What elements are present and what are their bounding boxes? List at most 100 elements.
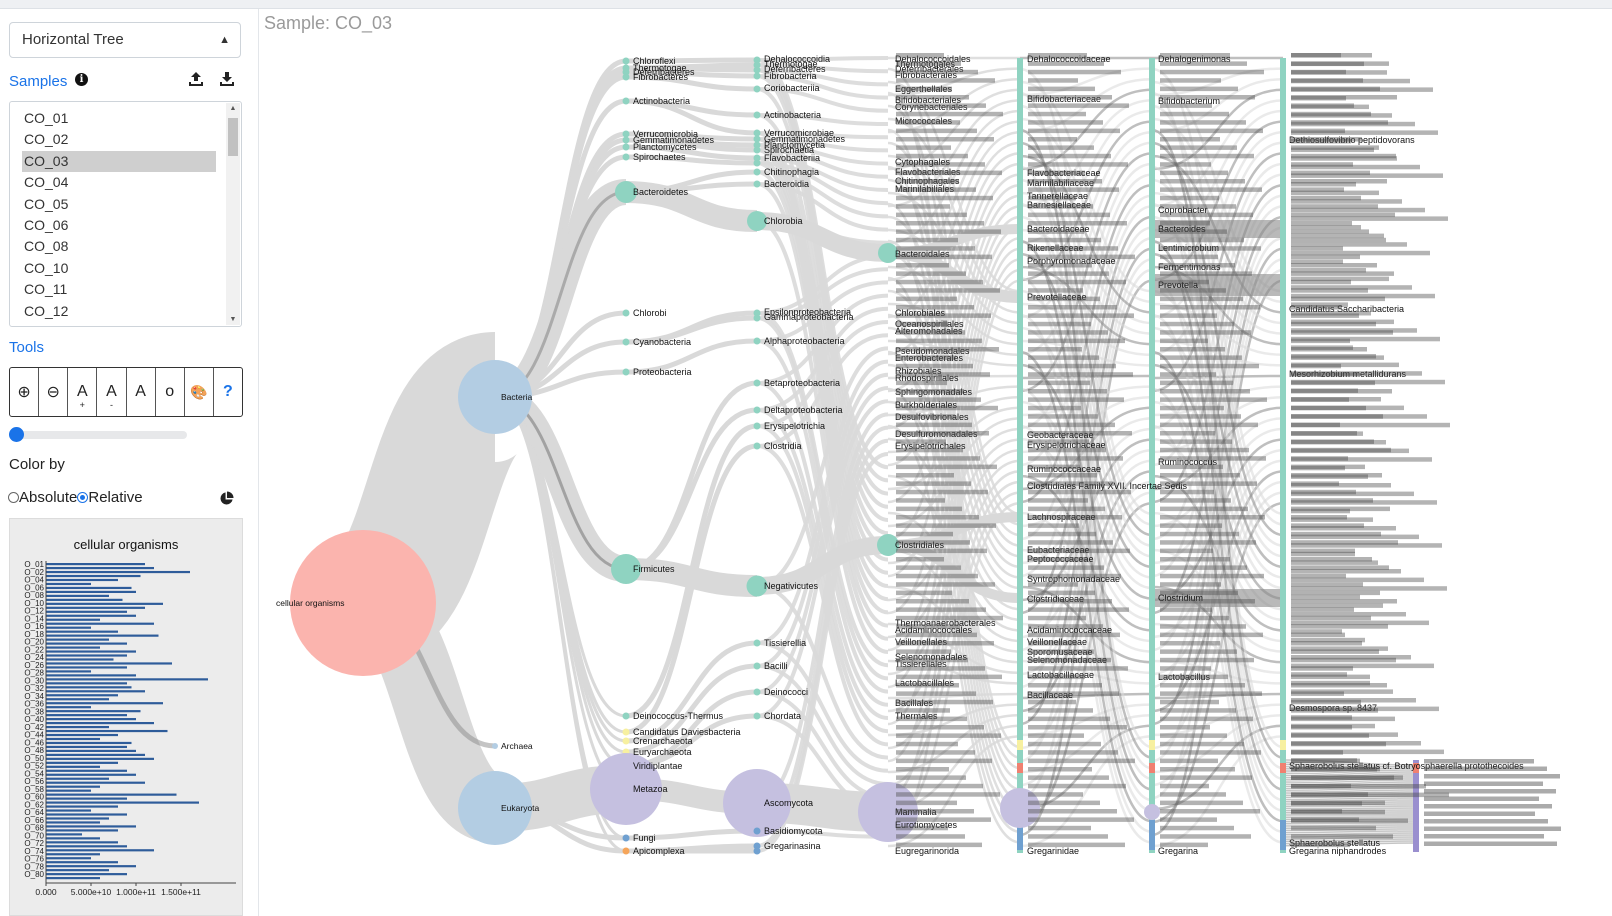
class-node[interactable] xyxy=(753,61,761,69)
class-node[interactable] xyxy=(753,66,761,74)
sample-item[interactable]: CO_03 xyxy=(22,150,216,172)
eukaryota-node[interactable] xyxy=(458,771,532,845)
class-node[interactable] xyxy=(753,406,761,414)
phylum-node[interactable] xyxy=(622,97,630,105)
class-node[interactable] xyxy=(753,662,761,670)
phylum-node[interactable] xyxy=(622,847,630,855)
y-tick-label: O_26 xyxy=(24,661,44,670)
class-node[interactable] xyxy=(753,146,761,154)
family-node[interactable] xyxy=(1000,788,1040,828)
class-node[interactable] xyxy=(753,180,761,188)
download-icon[interactable] xyxy=(218,71,236,89)
phylum-node[interactable] xyxy=(622,338,630,346)
class-node[interactable] xyxy=(747,211,767,231)
phylum-node[interactable] xyxy=(622,368,630,376)
class-node[interactable] xyxy=(753,712,761,720)
class-node[interactable] xyxy=(753,337,761,345)
class-node[interactable] xyxy=(753,847,761,855)
root-node[interactable] xyxy=(290,530,436,676)
sample-item[interactable]: CO_12 xyxy=(24,302,69,319)
sample-item[interactable]: CO_06 xyxy=(24,217,69,233)
bar xyxy=(46,622,154,625)
class-node[interactable] xyxy=(753,827,761,835)
relative-radio[interactable] xyxy=(77,492,89,503)
taxonomy-tree[interactable]: cellular organismsBacteriaArchaeaEukaryo… xyxy=(259,40,1607,912)
phylum-node[interactable] xyxy=(622,712,630,720)
class-node[interactable] xyxy=(753,85,761,93)
sample-item[interactable]: CO_02 xyxy=(24,131,69,148)
class-node[interactable] xyxy=(753,168,761,176)
phylum-label: Chlorobi xyxy=(633,308,667,318)
phylum-node[interactable] xyxy=(615,181,637,203)
phylum-node[interactable] xyxy=(622,57,630,65)
class-node[interactable] xyxy=(753,422,761,430)
class-node[interactable] xyxy=(753,141,761,149)
phylum-node[interactable] xyxy=(622,728,630,736)
class-node[interactable] xyxy=(753,379,761,387)
tree-labels: cellular organismsBacteriaArchaeaEukaryo… xyxy=(276,54,1524,856)
view-type-select[interactable]: Horizontal Tree ▲ xyxy=(9,22,241,58)
absolute-radio[interactable] xyxy=(8,492,19,503)
phylum-node[interactable] xyxy=(622,68,630,76)
class-label: Erysipelotrichia xyxy=(764,421,825,431)
order-node[interactable] xyxy=(858,782,918,842)
class-node[interactable] xyxy=(753,154,761,162)
phylum-node[interactable] xyxy=(622,73,630,81)
font-increase-button[interactable]: A+ xyxy=(68,368,98,416)
phylum-node[interactable] xyxy=(622,309,630,317)
class-node[interactable] xyxy=(753,129,761,137)
palette-button[interactable]: 🎨 xyxy=(185,368,214,416)
scroll-down-icon[interactable]: ▼ xyxy=(229,316,237,323)
class-node[interactable] xyxy=(753,442,761,450)
sample-item[interactable]: CO_11 xyxy=(24,281,68,298)
phylum-node[interactable] xyxy=(622,834,630,842)
class-node[interactable] xyxy=(746,575,768,597)
class-node[interactable] xyxy=(723,769,791,837)
help-button[interactable]: ? xyxy=(214,368,242,416)
slider-knob[interactable] xyxy=(9,427,24,442)
phylum-node[interactable] xyxy=(622,130,630,138)
class-node[interactable] xyxy=(753,314,761,322)
order-label: Eurotiomycetes xyxy=(895,820,958,830)
samples-scroll-thumb[interactable] xyxy=(228,118,238,156)
genus-node[interactable] xyxy=(1144,804,1160,820)
class-node[interactable] xyxy=(753,159,761,167)
class-node[interactable] xyxy=(753,72,761,80)
phylum-node[interactable] xyxy=(611,554,641,584)
scroll-up-icon[interactable]: ▲ xyxy=(229,105,237,112)
phylum-node[interactable] xyxy=(622,143,630,151)
phylum-node[interactable] xyxy=(622,153,630,161)
font-decrease-button[interactable]: A- xyxy=(97,368,127,416)
tree-link xyxy=(1019,713,1153,774)
sample-item[interactable]: CO_01 xyxy=(24,110,69,126)
font-reset-button[interactable]: A xyxy=(127,368,156,416)
class-node[interactable] xyxy=(753,688,761,696)
class-node[interactable] xyxy=(753,111,761,119)
info-icon[interactable]: i xyxy=(75,73,88,86)
upload-icon[interactable] xyxy=(187,71,205,89)
order-node[interactable] xyxy=(877,534,899,556)
bacteria-node[interactable] xyxy=(458,360,532,434)
y-tick-label: O_48 xyxy=(24,746,44,755)
archaea-node[interactable] xyxy=(492,743,498,749)
sample-item[interactable]: CO_10 xyxy=(24,259,69,276)
phylum-node[interactable] xyxy=(622,136,630,144)
pie-chart-icon[interactable] xyxy=(219,491,234,506)
order-node[interactable] xyxy=(878,243,898,263)
sample-item[interactable]: CO_04 xyxy=(24,174,69,191)
samples-scrollbar[interactable] xyxy=(226,103,240,325)
zoom-in-button[interactable]: ⊕ xyxy=(10,368,40,416)
sample-item[interactable]: CO_05 xyxy=(24,195,69,212)
size-slider[interactable] xyxy=(9,427,187,442)
phylum-node[interactable] xyxy=(622,737,630,745)
sample-item[interactable]: CO_08 xyxy=(24,238,69,255)
class-node[interactable] xyxy=(753,639,761,647)
class-node[interactable] xyxy=(753,56,761,64)
zoom-out-button[interactable]: ⊖ xyxy=(39,368,69,416)
class-node[interactable] xyxy=(753,309,761,317)
node-size-button[interactable]: o xyxy=(156,368,185,416)
class-node[interactable] xyxy=(753,135,761,143)
class-node[interactable] xyxy=(753,842,761,850)
phylum-node[interactable] xyxy=(590,753,662,825)
